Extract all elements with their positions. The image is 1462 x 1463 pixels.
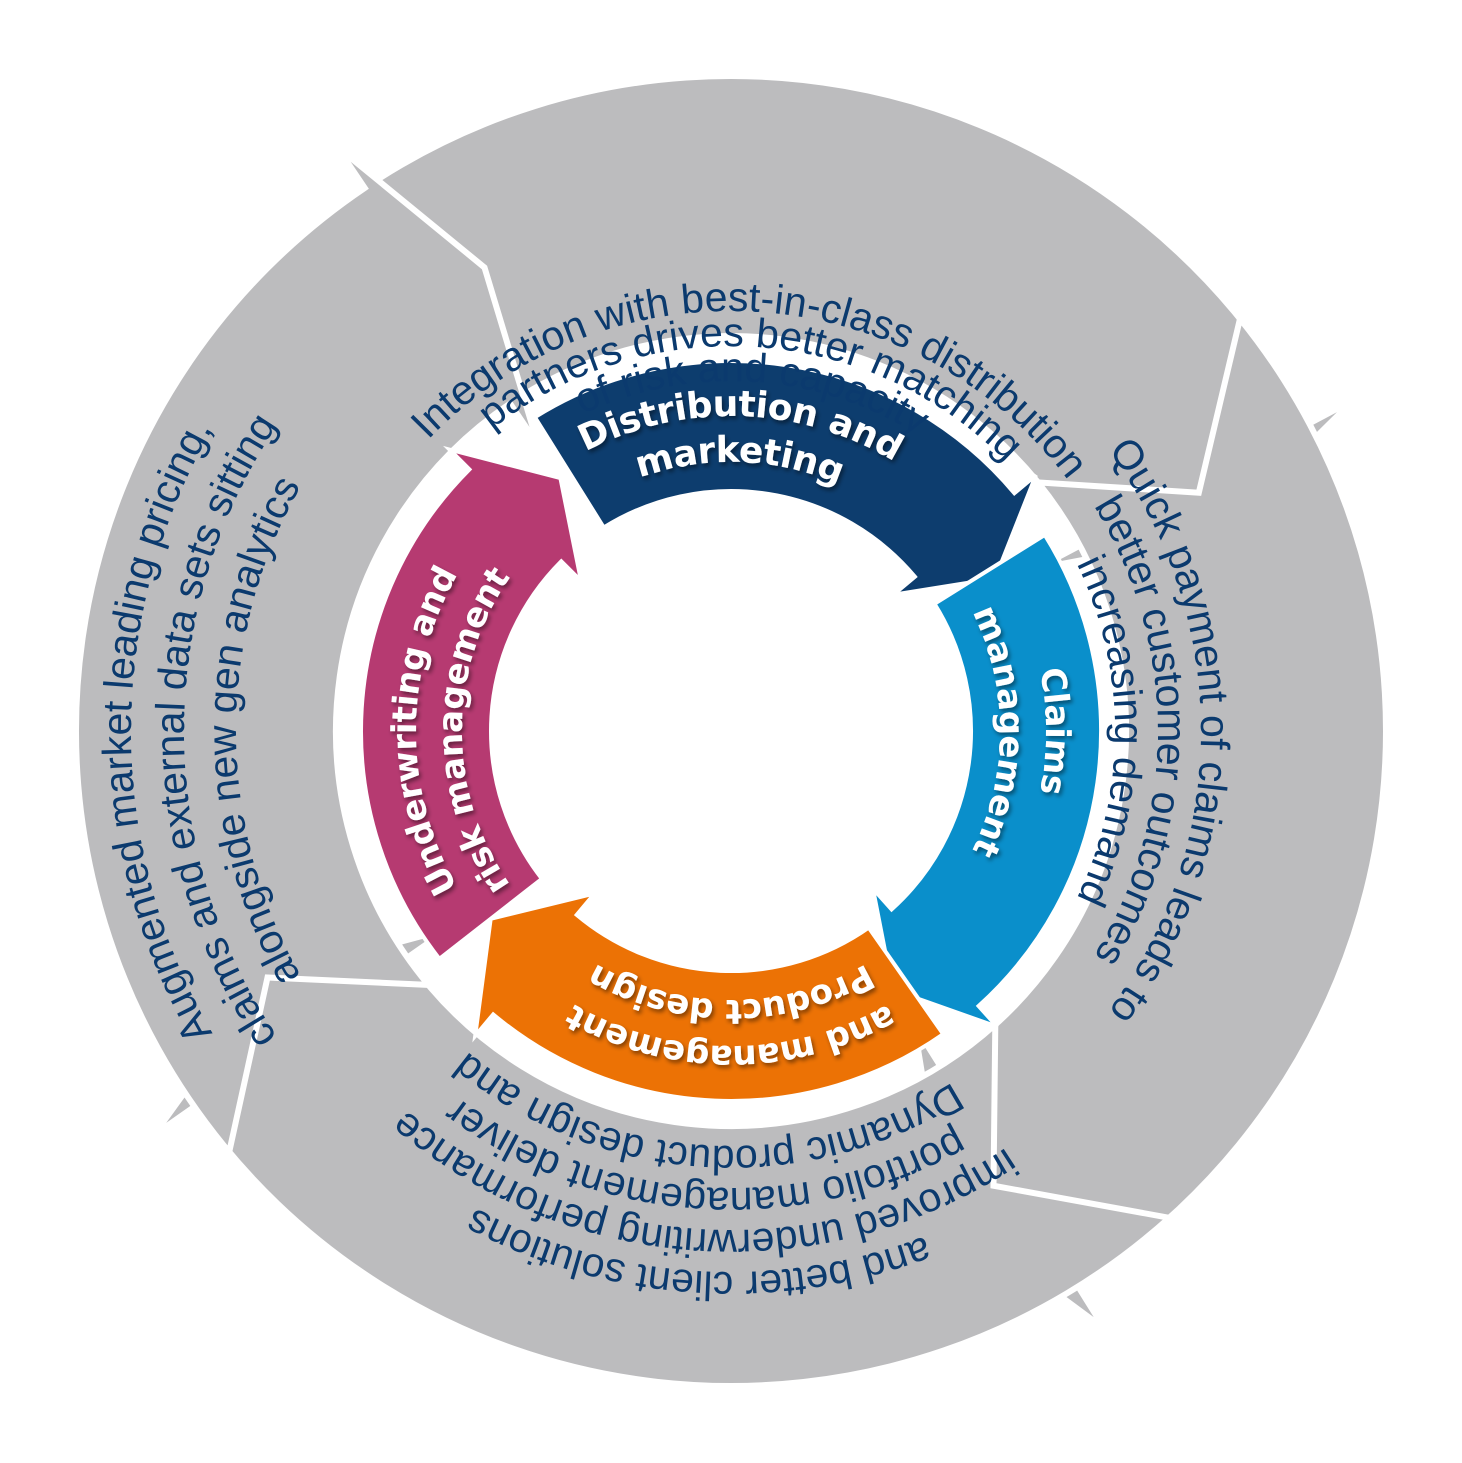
inner-ring bbox=[359, 359, 1104, 1103]
claims-label-line-1: Claims bbox=[1031, 665, 1078, 798]
svg-text:Claims: Claims bbox=[1031, 665, 1077, 798]
inner-arrow-distribution bbox=[532, 359, 1038, 598]
outer-arrow-left bbox=[73, 144, 541, 1159]
inner-arrow-underwriting bbox=[359, 445, 585, 962]
inner-arrow-product bbox=[472, 890, 946, 1103]
inner-arrow-claims bbox=[869, 532, 1104, 1029]
outer-ring bbox=[73, 73, 1389, 1389]
